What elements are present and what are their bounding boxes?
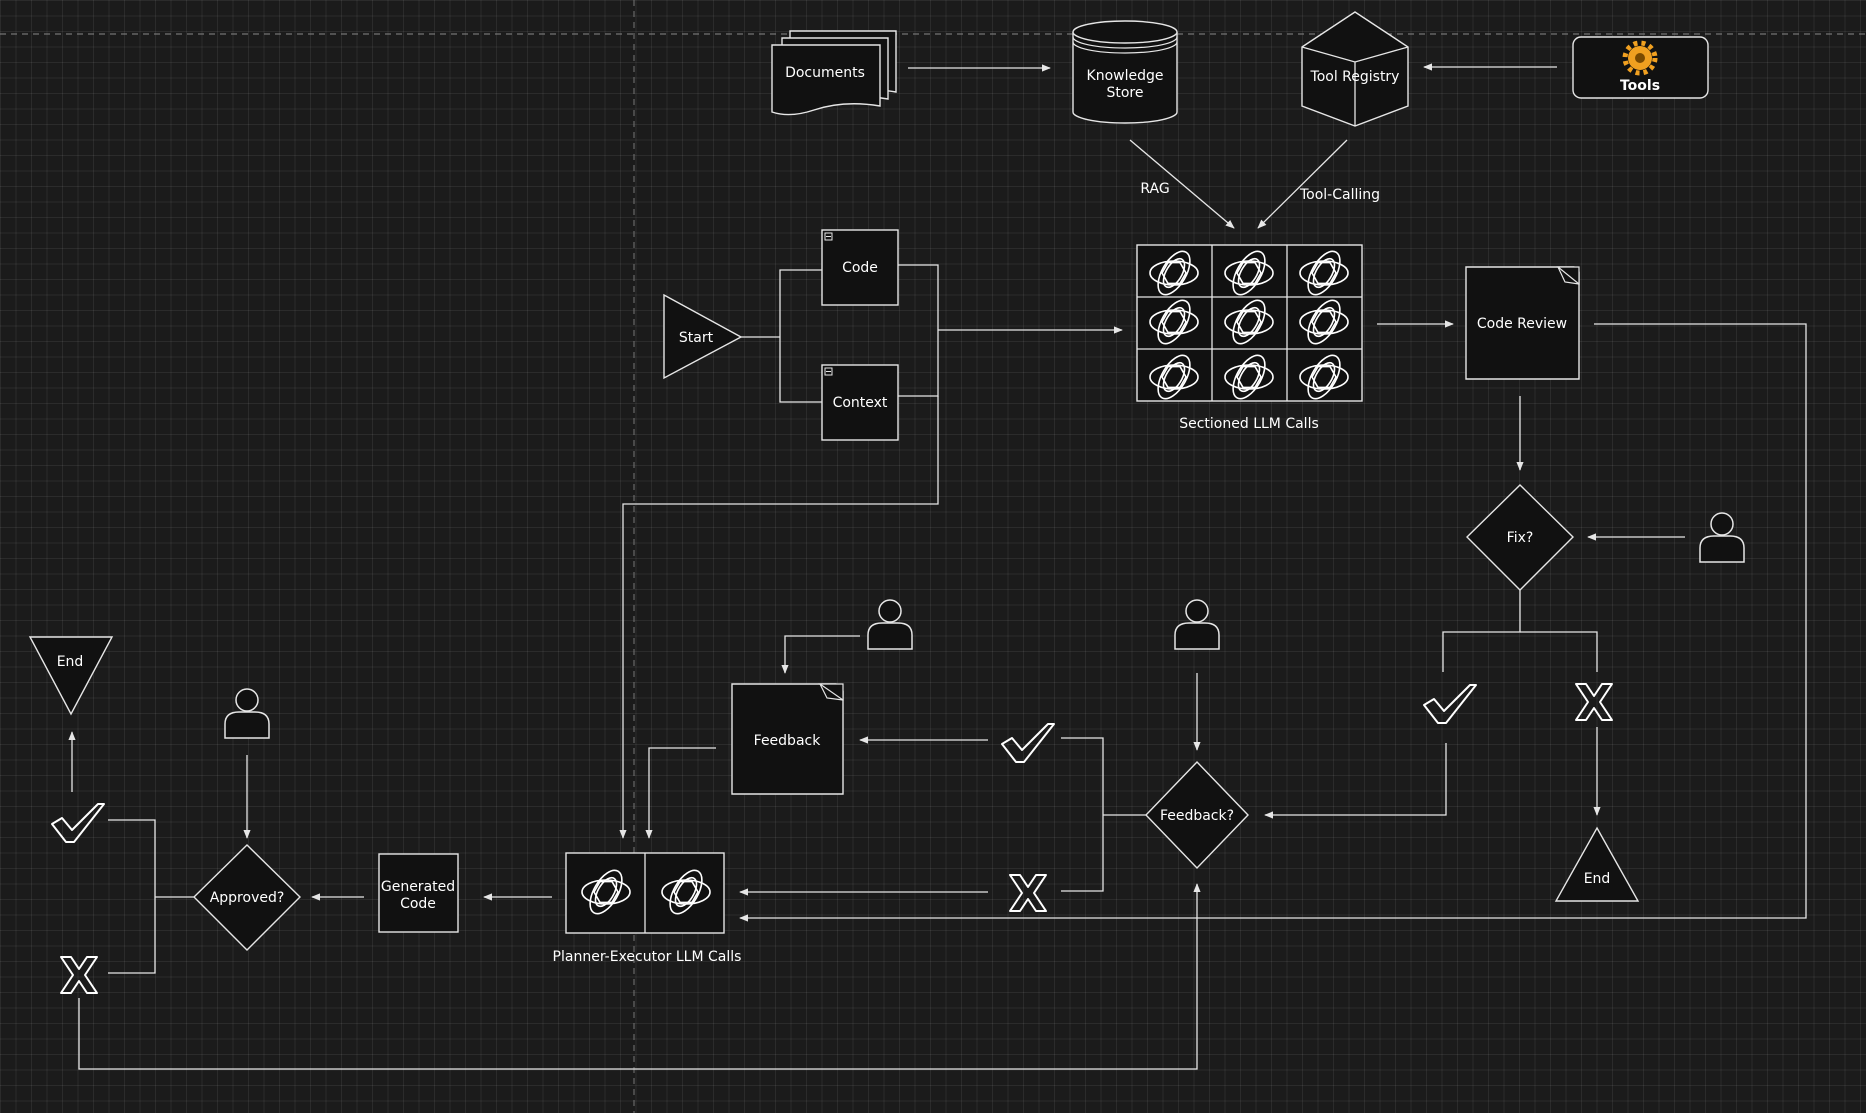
planner-executor-node[interactable]: [565, 852, 725, 934]
planner-calls-label: Planner-Executor LLM Calls: [553, 949, 742, 965]
tools-label: Tools: [1620, 78, 1660, 94]
checkmark-icon: [51, 803, 105, 843]
gear-icon: [1622, 40, 1658, 76]
sectioned-calls-label: Sectioned LLM Calls: [1179, 416, 1319, 432]
tool-registry-node[interactable]: Tool Registry: [1301, 11, 1409, 127]
feedback-decision[interactable]: Feedback?: [1145, 760, 1249, 870]
tool-calling-label: Tool-Calling: [1299, 187, 1380, 203]
context-label: Context: [833, 395, 888, 411]
feedback-document-label: Feedback: [754, 733, 822, 749]
checkmark-icon: [1001, 723, 1055, 763]
start-node[interactable]: Start: [663, 293, 743, 380]
context-node[interactable]: Context: [821, 364, 899, 441]
checkmark-icon: [1423, 684, 1477, 724]
person-icon: [867, 599, 913, 650]
code-node[interactable]: Code: [821, 229, 899, 306]
person-icon: [1699, 512, 1745, 563]
end-left-node[interactable]: End: [28, 636, 114, 716]
code-label: Code: [842, 260, 878, 276]
rag-label: RAG: [1140, 181, 1169, 197]
tool-registry-label: Tool Registry: [1310, 69, 1400, 85]
x-icon: [60, 956, 98, 994]
approved-label: Approved?: [210, 890, 285, 906]
code-review-node[interactable]: Code Review: [1465, 266, 1580, 380]
sectioned-llm-grid[interactable]: [1136, 244, 1363, 405]
fix-decision[interactable]: Fix?: [1466, 484, 1574, 591]
approved-decision[interactable]: Approved?: [193, 844, 301, 951]
x-icon: [1575, 683, 1613, 721]
documents-label: Documents: [785, 65, 865, 81]
feedback-document[interactable]: Feedback: [731, 683, 844, 795]
end-right-label: End: [1584, 871, 1611, 887]
tools-node[interactable]: Tools: [1572, 36, 1709, 99]
person-icon: [1174, 599, 1220, 650]
x-icon: [1009, 874, 1047, 912]
end-right-node[interactable]: End: [1554, 826, 1640, 902]
code-review-label: Code Review: [1477, 316, 1567, 332]
person-icon: [224, 688, 270, 739]
end-left-label: End: [57, 654, 84, 670]
start-label: Start: [679, 330, 714, 346]
feedback-decision-label: Feedback?: [1160, 808, 1234, 824]
fix-label: Fix?: [1507, 530, 1534, 546]
edges: [68, 63, 1807, 1070]
documents-node[interactable]: Documents: [771, 30, 897, 116]
